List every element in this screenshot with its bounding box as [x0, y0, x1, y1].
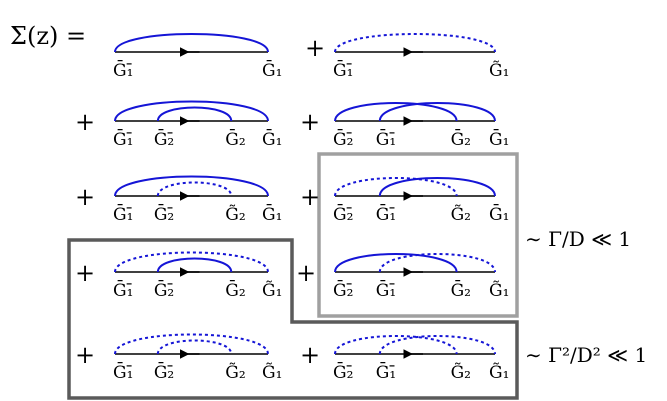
arc-solid-0: [334, 253, 458, 273]
diagram-7: Ḡ₂̄ Ḡ₁̄ Ḡ₂ G̃₁: [333, 253, 509, 301]
propagator-label: Ḡ₁̄: [376, 279, 396, 301]
propagator-label: Ḡ₁: [262, 203, 282, 225]
propagator-label: Ḡ₁̄: [376, 203, 396, 225]
plus-sign-8: +: [300, 341, 320, 369]
propagator-label: Ḡ₂̄: [333, 279, 353, 301]
plus-sign-1: +: [75, 108, 95, 136]
propagator-label: Ḡ₁̄: [113, 59, 133, 81]
arc-dashed-0: [114, 251, 269, 273]
propagator-label: G̃₁: [262, 363, 282, 383]
propagator-label: Ḡ₁: [489, 128, 509, 150]
propagator-label: G̃₁: [489, 281, 509, 301]
propagator-label: Ḡ₂: [451, 279, 471, 301]
propagator-label: G̃₂: [451, 205, 471, 225]
diagram-6: Ḡ₁̄ Ḡ₂̄ Ḡ₂ G̃₁: [113, 251, 282, 301]
arc-solid-0: [334, 102, 458, 122]
diagram-2: Ḡ₁̄ Ḡ₂̄ Ḡ₂ Ḡ₁: [113, 100, 282, 150]
arc-dashed-1: [156, 181, 233, 197]
box-dark-gray-second-order: [67, 238, 519, 400]
diagram-1: Ḡ₁̄ G̃₁: [333, 33, 509, 81]
propagator-label: Ḡ₁: [489, 203, 509, 225]
propagator-label: Ḡ₂̄: [333, 128, 353, 150]
plus-sign-6: +: [296, 259, 316, 287]
propagator-label: G̃₂: [225, 205, 245, 225]
propagator-label: G̃₁: [262, 281, 282, 301]
diagram-4: Ḡ₁̄ Ḡ₂̄ G̃₂ Ḡ₁: [113, 175, 282, 225]
propagator-label: Ḡ₂: [225, 279, 245, 301]
propagator-label: Ḡ₁: [262, 128, 282, 150]
propagator-label: Ḡ₂: [451, 128, 471, 150]
scale-gamma-squared-over-d-squared: ∼ Γ²/D² ≪ 1: [525, 343, 647, 367]
arc-solid-1: [378, 177, 496, 197]
sigma-lhs: Σ(z) =: [10, 22, 86, 50]
propagator-label: G̃₂: [225, 363, 245, 383]
plus-sign-5: +: [75, 259, 95, 287]
arc-solid-0: [114, 175, 269, 197]
propagator-label: Ḡ₁̄: [113, 361, 133, 383]
diagram-0: Ḡ₁̄ Ḡ₁: [113, 33, 282, 81]
arc-solid-1: [156, 257, 233, 273]
arc-solid-1: [156, 106, 233, 122]
propagator-label: Ḡ₂̄: [154, 203, 174, 225]
propagator-label: Ḡ₁̄: [376, 128, 396, 150]
propagator-label: Ḡ₁̄: [113, 203, 133, 225]
plus-sign-7: +: [75, 341, 95, 369]
propagator-label: Ḡ₂̄: [333, 361, 353, 383]
arc-dashed-0: [334, 177, 458, 197]
scale-gamma-over-d: ∼ Γ/D ≪ 1: [525, 227, 631, 251]
propagator-label: Ḡ₂̄: [154, 279, 174, 301]
propagator-label: Ḡ₂: [225, 128, 245, 150]
propagator-label: Ḡ₂̄: [154, 361, 174, 383]
arc-dashed-0: [334, 33, 496, 53]
propagator-label: Ḡ₂̄: [333, 203, 353, 225]
diagram-5: Ḡ₂̄ Ḡ₁̄ G̃₂ Ḡ₁: [333, 177, 509, 225]
plus-sign-3: +: [75, 183, 95, 211]
arc-solid-0: [114, 100, 269, 122]
propagator-label: Ḡ₁̄: [376, 361, 396, 383]
diagram-8: Ḡ₁̄ Ḡ₂̄ G̃₂ G̃₁: [113, 333, 282, 383]
propagator-label: Ḡ₁̄: [113, 128, 133, 150]
propagator-label: G̃₁: [489, 363, 509, 383]
plus-sign-0: +: [305, 34, 325, 62]
propagator-label: Ḡ₂̄: [154, 128, 174, 150]
arc-dashed-0: [114, 333, 269, 355]
propagator-label: Ḡ₁: [262, 59, 282, 81]
arc-solid-1: [378, 102, 496, 122]
arc-dashed-1: [156, 339, 233, 355]
diagram-3: Ḡ₂̄ Ḡ₁̄ Ḡ₂ Ḡ₁: [333, 102, 509, 150]
arc-dashed-1: [378, 253, 496, 273]
arc-solid-0: [114, 33, 269, 53]
propagator-label: G̃₁: [489, 61, 509, 81]
plus-sign-4: +: [300, 183, 320, 211]
propagator-label: Ḡ₁̄: [113, 279, 133, 301]
propagator-label: G̃₂: [451, 363, 471, 383]
box-light-gray-first-order: [317, 152, 519, 318]
propagator-label: Ḡ₁̄: [333, 59, 353, 81]
arc-dashed-1: [378, 335, 496, 355]
plus-sign-2: +: [300, 108, 320, 136]
diagram-9: Ḡ₂̄ Ḡ₁̄ G̃₂ G̃₁: [333, 335, 509, 383]
arc-dashed-0: [334, 335, 458, 355]
